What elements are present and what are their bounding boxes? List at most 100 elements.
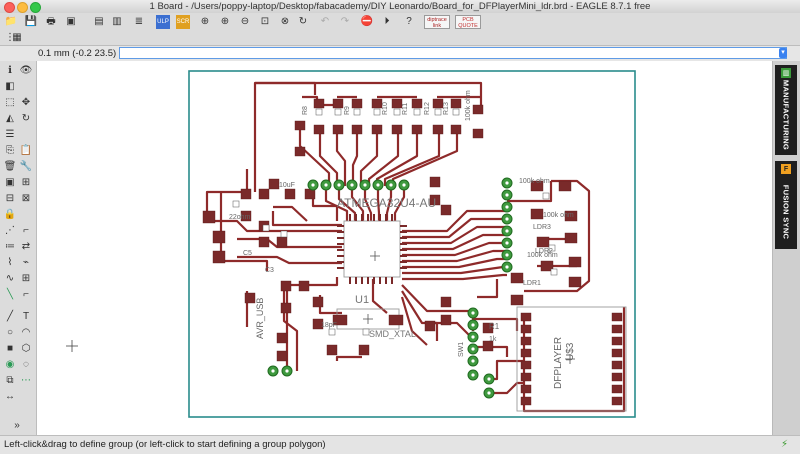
zoom-in-icon[interactable]: ⊕ — [220, 16, 230, 27]
window-titlebar: 1 Board - /Users/poppy-laptop/Desktop/fa… — [0, 0, 800, 14]
expand-palette-icon[interactable]: » — [14, 420, 20, 431]
mirror-icon[interactable]: ◭ — [6, 113, 14, 124]
c10-label: 10uF — [279, 182, 295, 189]
smd-pads — [202, 98, 623, 406]
sw1-label: SW1 — [458, 342, 465, 357]
polygon-icon[interactable]: ⬡ — [21, 343, 31, 354]
crystal-label: SMD_XTAL — [369, 329, 416, 339]
via-icon[interactable]: ◉ — [5, 359, 15, 370]
dimension-icon[interactable]: ⧉ — [6, 375, 14, 386]
u3-label: U$3 — [565, 342, 576, 361]
split-icon[interactable]: ⊟ — [5, 193, 15, 204]
component-outlines — [336, 220, 627, 412]
grid-icon[interactable]: ▦ — [12, 32, 22, 43]
airwire-icon[interactable]: ╲ — [6, 289, 14, 300]
measure-icon[interactable]: ↔ — [5, 391, 15, 402]
drc-icon[interactable]: ⋯ — [21, 375, 31, 386]
wrench-icon[interactable]: 🔧 — [19, 161, 33, 172]
window-close-button[interactable] — [4, 2, 15, 13]
ldr3-label: LDR3 — [533, 224, 551, 231]
arc-icon[interactable]: ◠ — [21, 327, 31, 338]
status-bar: Left-click&drag to define group (or left… — [0, 435, 800, 454]
lightning-icon[interactable]: ⚡ — [780, 439, 788, 450]
script-icon[interactable]: ≣ — [134, 16, 144, 27]
r13-label: R13 — [443, 102, 450, 115]
signal-icon[interactable]: ⌐ — [23, 289, 29, 300]
command-input[interactable] — [119, 47, 787, 59]
board-labels: ATMEGA32U4-AU U1 SMD_XTAL AVR_USB DFPLAY… — [229, 90, 576, 389]
board-canvas[interactable]: ATMEGA32U4-AU U1 SMD_XTAL AVR_USB DFPLAY… — [37, 61, 772, 435]
cam-icon[interactable]: ▣ — [66, 16, 76, 27]
smash-icon[interactable]: ⋰ — [5, 225, 15, 236]
layers-icon[interactable]: ◧ — [5, 81, 15, 92]
tool-palette: ℹ 👁 ◧ ⬚ ✥ ◭ ↻ ☰ ⎘ 📋 🗑 🔧 ▣ ⊞ ⊟ ⊠ 🔒 ⋰ ⌐ ≔ … — [0, 61, 37, 435]
zoom-select-icon[interactable]: ⊡ — [260, 16, 270, 27]
board-icon[interactable]: ▥ — [112, 16, 122, 27]
copy-icon[interactable]: ⎘ — [6, 145, 14, 156]
manufacturing-tab[interactable]: ▥ MANUFACTURING — [775, 65, 797, 155]
window-minimize-button[interactable] — [17, 2, 28, 13]
autoroute-icon[interactable]: ⊞ — [21, 273, 31, 284]
schematic-icon[interactable]: ▤ — [94, 16, 104, 27]
align-icon[interactable]: ☰ — [5, 129, 15, 140]
window-zoom-button[interactable] — [30, 2, 41, 13]
toolbar-handle-icon: ⋮ — [5, 32, 15, 43]
r12-label: R12 — [424, 102, 431, 115]
component-marks — [232, 108, 558, 336]
r10-label: R10 — [382, 102, 389, 115]
redraw-icon[interactable]: ↻ — [298, 16, 308, 27]
group-icon[interactable]: ⬚ — [5, 97, 15, 108]
lock-icon[interactable]: 🔒 — [3, 209, 17, 220]
move-icon[interactable]: ✥ — [21, 97, 31, 108]
stop-icon[interactable]: ⛔ — [360, 16, 374, 27]
save-icon[interactable]: 💾 — [24, 16, 38, 27]
scr-icon[interactable]: SCR — [176, 15, 190, 29]
zoom-last-icon[interactable]: ⊗ — [280, 16, 290, 27]
delete-icon[interactable]: 🗑 — [3, 161, 17, 172]
undo-icon[interactable]: ↶ — [320, 16, 330, 27]
res-100k-label-2: 100k ohm — [543, 212, 574, 219]
ic-pins — [337, 214, 407, 284]
name-icon[interactable]: ≔ — [5, 241, 15, 252]
change-icon[interactable]: ⊞ — [21, 177, 31, 188]
ldr1-label: LDR1 — [523, 280, 541, 287]
pf18-label: 18pF — [321, 322, 337, 329]
pcb-quote-badge[interactable]: PCB QUOTE — [455, 15, 481, 29]
show-icon[interactable]: 👁 — [19, 65, 33, 76]
res-22-label: 22ohm — [229, 214, 251, 221]
diptrace-link-badge[interactable]: diptrace link — [424, 15, 450, 29]
go-icon[interactable]: ⏵ — [384, 16, 390, 27]
ldr2-label: LDR2 — [535, 248, 553, 255]
via-holes — [271, 181, 509, 395]
zoom-out-icon[interactable]: ⊖ — [240, 16, 250, 27]
text-icon[interactable]: T — [22, 311, 30, 322]
print-icon[interactable]: 🖶 — [46, 16, 56, 27]
miter-icon[interactable]: ⌐ — [23, 225, 29, 236]
hole-icon[interactable]: ◌ — [23, 359, 29, 370]
rotate-icon[interactable]: ↻ — [21, 113, 31, 124]
cursor-crosshair — [66, 340, 78, 352]
info-icon[interactable]: ℹ — [8, 65, 12, 76]
circle-icon[interactable]: ○ — [6, 327, 14, 338]
ulp-icon[interactable]: ULP — [156, 15, 170, 29]
replace-icon[interactable]: ▣ — [5, 177, 15, 188]
help-icon[interactable]: ? — [406, 16, 412, 27]
value-icon[interactable]: ⇄ — [21, 241, 31, 252]
window-title: 1 Board - /Users/poppy-laptop/Desktop/fa… — [149, 1, 651, 12]
rectangle-icon[interactable]: ■ — [6, 343, 14, 354]
k1-label: 1k — [489, 336, 497, 343]
line-icon[interactable]: ╱ — [6, 311, 14, 322]
paste-icon[interactable]: 📋 — [19, 145, 33, 156]
fusion-sync-icon: F — [781, 164, 791, 174]
fusion-sync-tab[interactable]: F FUSION SYNC — [775, 161, 797, 249]
redo-icon[interactable]: ↷ — [340, 16, 350, 27]
r1-label: R1 — [489, 322, 500, 331]
route-icon[interactable]: ∿ — [5, 273, 15, 284]
optimize-icon[interactable]: ⊠ — [21, 193, 31, 204]
zoom-fit-icon[interactable]: ⊕ — [200, 16, 210, 27]
ripup-icon[interactable]: ⌁ — [22, 257, 30, 268]
open-icon[interactable]: 📁 — [4, 16, 18, 27]
chevron-down-icon[interactable]: ▾ — [779, 48, 787, 58]
meander-icon[interactable]: ⌇ — [7, 257, 13, 268]
dfplayer-label: DFPLAYER — [553, 337, 564, 389]
